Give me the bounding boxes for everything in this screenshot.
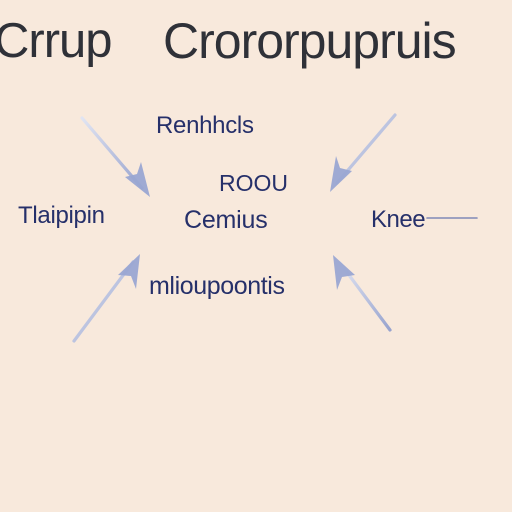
- title-right-word: Crororpupruis: [163, 13, 457, 69]
- center-top-label: ROOU: [219, 170, 288, 196]
- center-bottom-label: Cemius: [184, 206, 268, 234]
- arrow-top-right-icon: [330, 113, 397, 192]
- top-node-label: Renhhcls: [156, 112, 254, 139]
- arrow-bottom-left-icon: [72, 254, 140, 343]
- diagram-title: Crrup Crororpupruis: [0, 8, 512, 74]
- arrow-top-left-icon: [80, 116, 150, 197]
- left-node-label: Tlaipipin: [18, 202, 105, 229]
- bottom-node-label: mlioupoontis: [149, 272, 285, 300]
- right-node-label: Knee: [371, 206, 426, 233]
- title-left-word: Crrup: [0, 14, 113, 68]
- arrow-bottom-right-icon: [333, 255, 392, 332]
